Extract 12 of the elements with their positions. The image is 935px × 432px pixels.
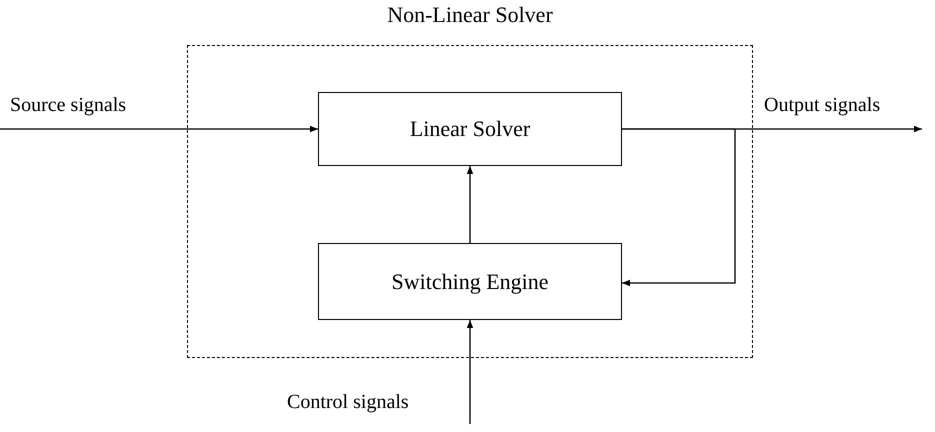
arrow	[622, 128, 736, 286]
edge-label: Source signals	[8, 95, 128, 115]
edge-label: Output signals	[762, 95, 882, 115]
process-box	[318, 243, 622, 320]
process-box	[318, 92, 622, 166]
edge-label: Control signals	[285, 392, 411, 412]
box-label: Switching Engine	[391, 270, 549, 292]
arrow	[466, 166, 474, 243]
arrow	[0, 126, 318, 132]
group-title: Non-Linear Solver	[386, 4, 554, 26]
arrow	[466, 320, 474, 424]
box-label: Linear Solver	[410, 118, 530, 140]
